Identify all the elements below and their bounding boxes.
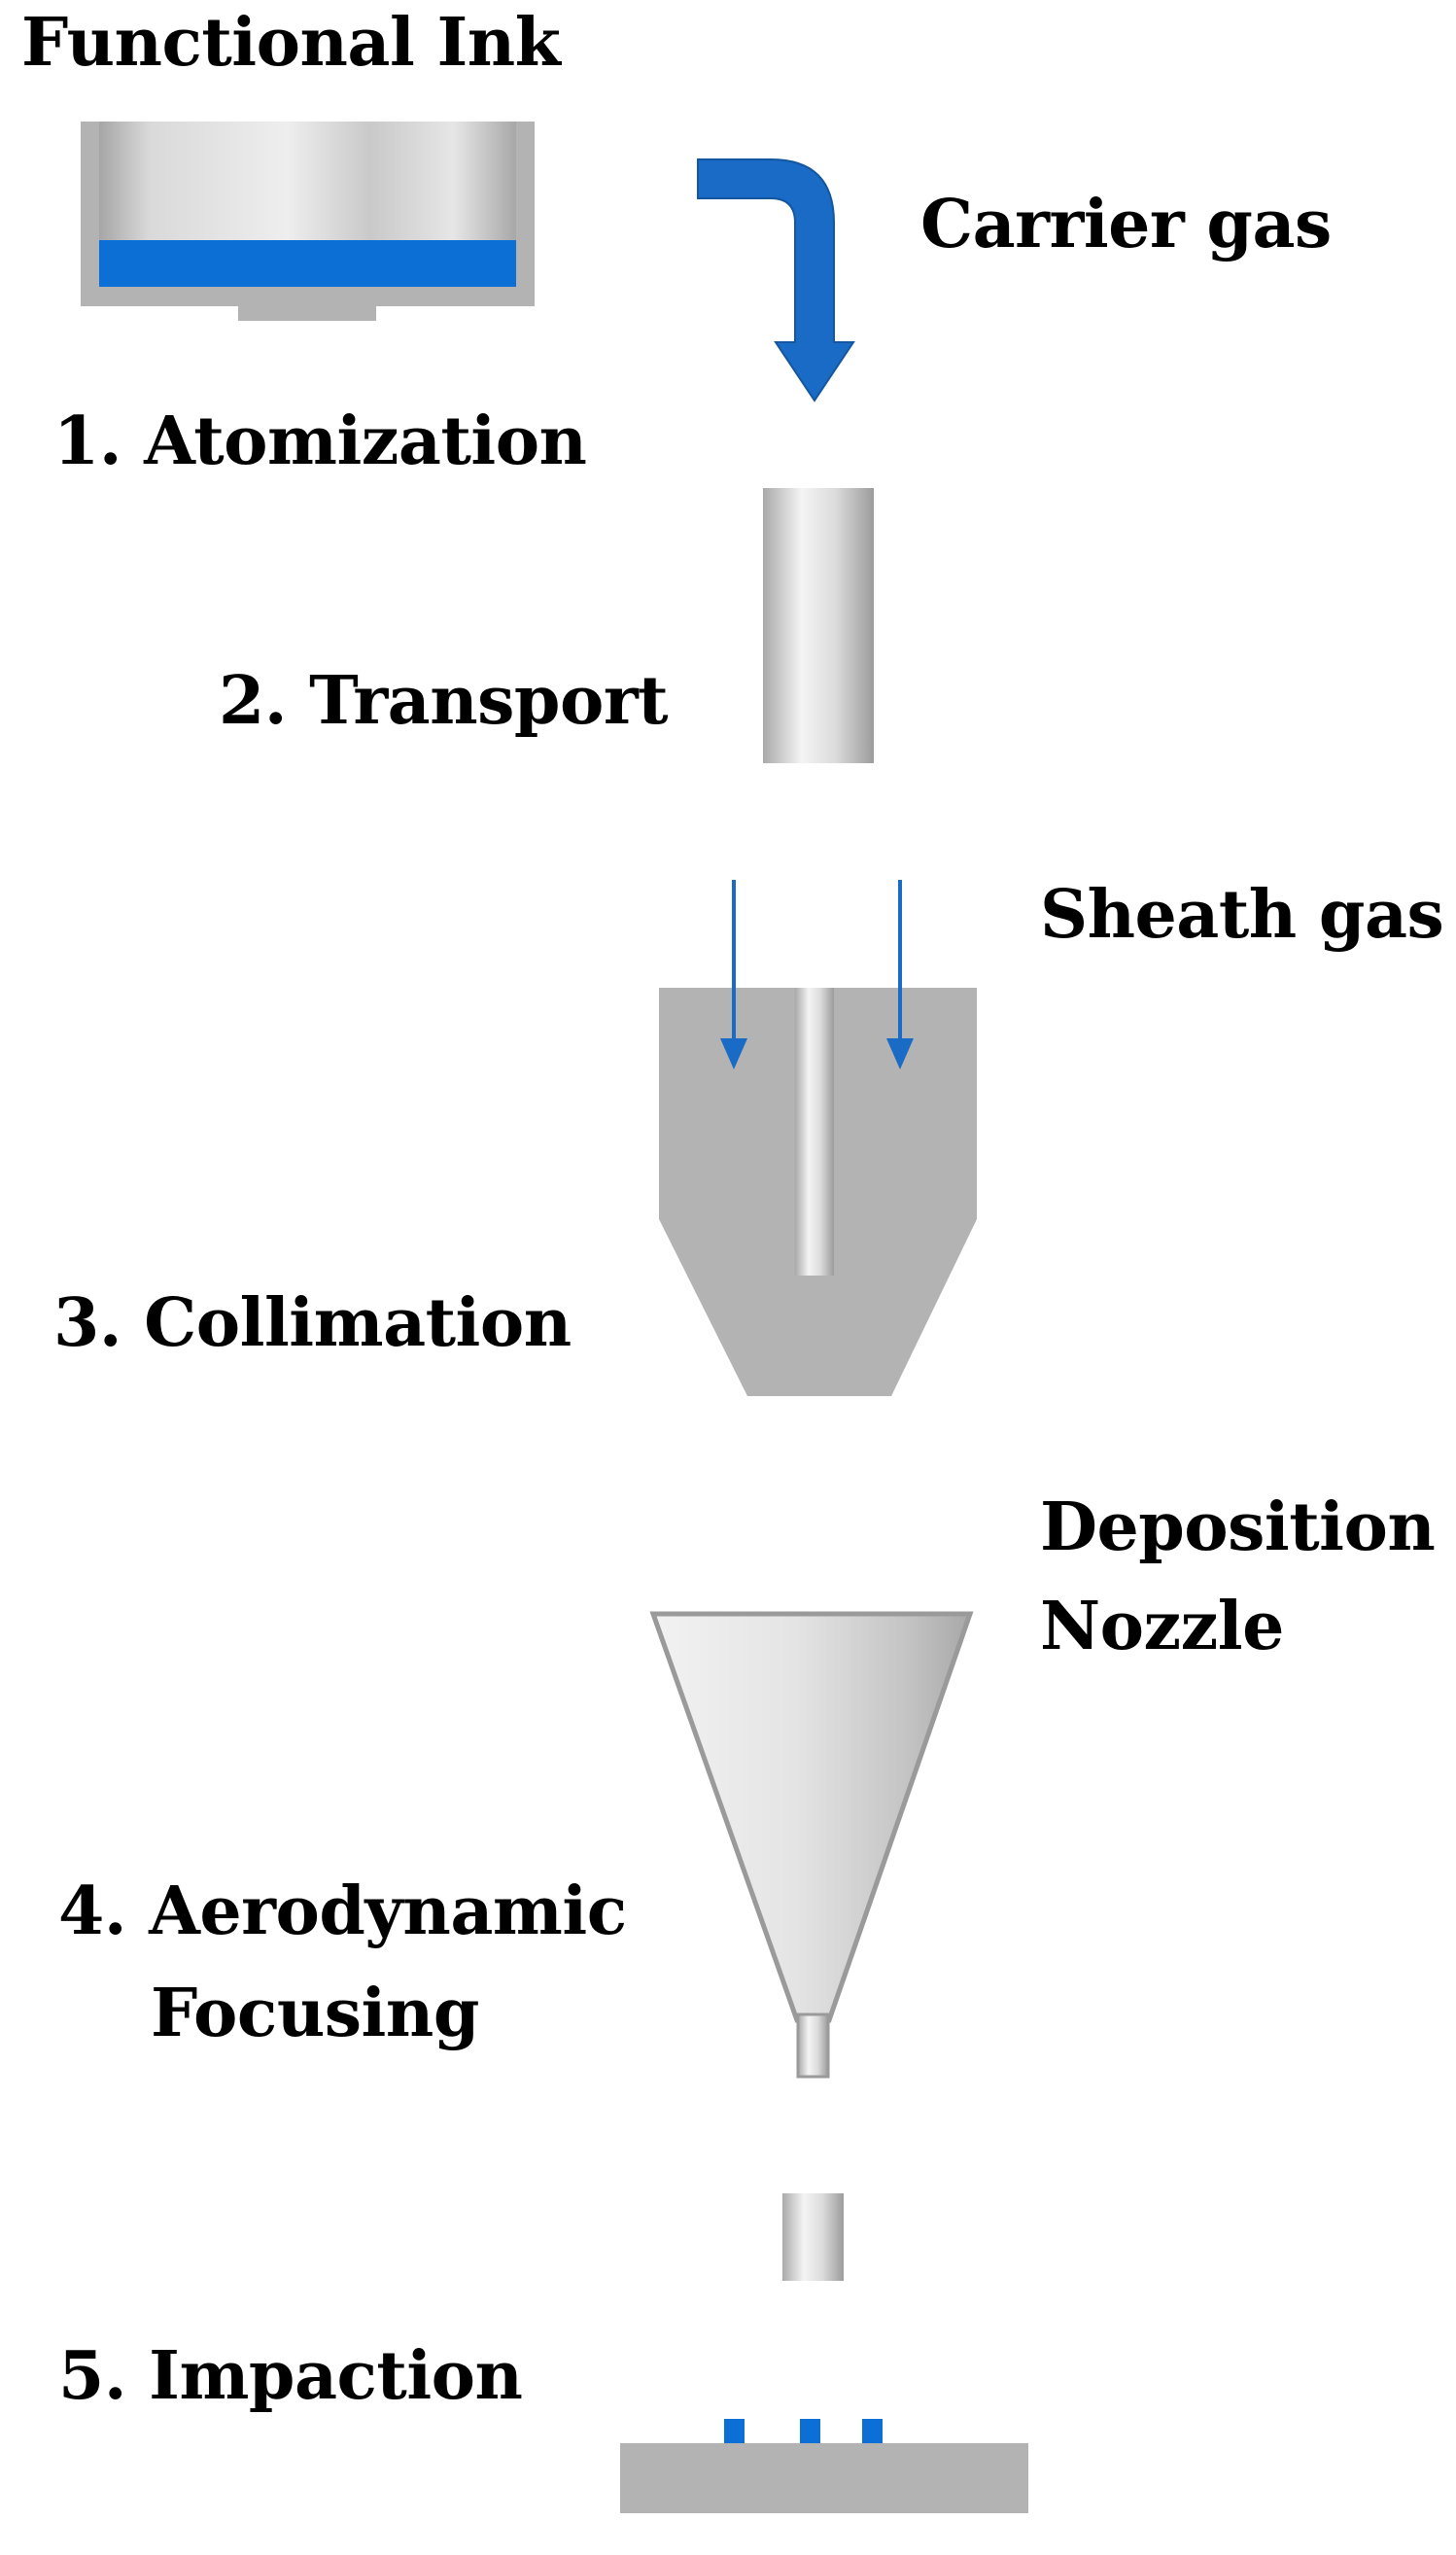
- collimator: [659, 880, 977, 1396]
- printed-dots: [724, 2419, 883, 2443]
- deposition-nozzle-label-line1: Deposition: [1040, 1488, 1436, 1566]
- collimation-label: 3. Collimation: [53, 1284, 572, 1362]
- transport-label: 2. Transport: [219, 662, 669, 740]
- collimator-inner-tube: [795, 988, 834, 1276]
- reservoir-base: [238, 306, 376, 321]
- impaction-label: 5. Impaction: [58, 2337, 523, 2415]
- sheath-gas-arrows: [720, 880, 914, 1069]
- substrate-group: [620, 2419, 1028, 2513]
- deposition-nozzle: [649, 1611, 974, 2079]
- deposition-nozzle-label-line2: Nozzle: [1040, 1588, 1284, 1665]
- ink-liquid: [99, 240, 516, 287]
- atomization-label: 1. Atomization: [53, 402, 587, 480]
- focusing-label-line2: Focusing: [151, 1975, 479, 2052]
- down-arrow-icon: [720, 880, 747, 1069]
- carrier-gas-label: Carrier gas: [920, 186, 1332, 263]
- functional-ink-label: Functional Ink: [21, 4, 561, 82]
- substrate: [620, 2443, 1028, 2513]
- focusing-label-line1: 4. Aerodynamic: [58, 1872, 627, 1950]
- sheath-gas-label: Sheath gas: [1040, 876, 1444, 954]
- printed-dot: [800, 2419, 820, 2443]
- down-arrow-icon: [886, 880, 914, 1069]
- curved-arrow-icon: [697, 158, 855, 402]
- ink-reservoir: [81, 122, 535, 321]
- aerosol-jet: [782, 2193, 844, 2281]
- printed-dot: [724, 2419, 745, 2443]
- printed-dot: [862, 2419, 883, 2443]
- nozzle-cone: [649, 1611, 974, 2023]
- nozzle-tip: [796, 2012, 830, 2079]
- transport-tube: [763, 488, 874, 763]
